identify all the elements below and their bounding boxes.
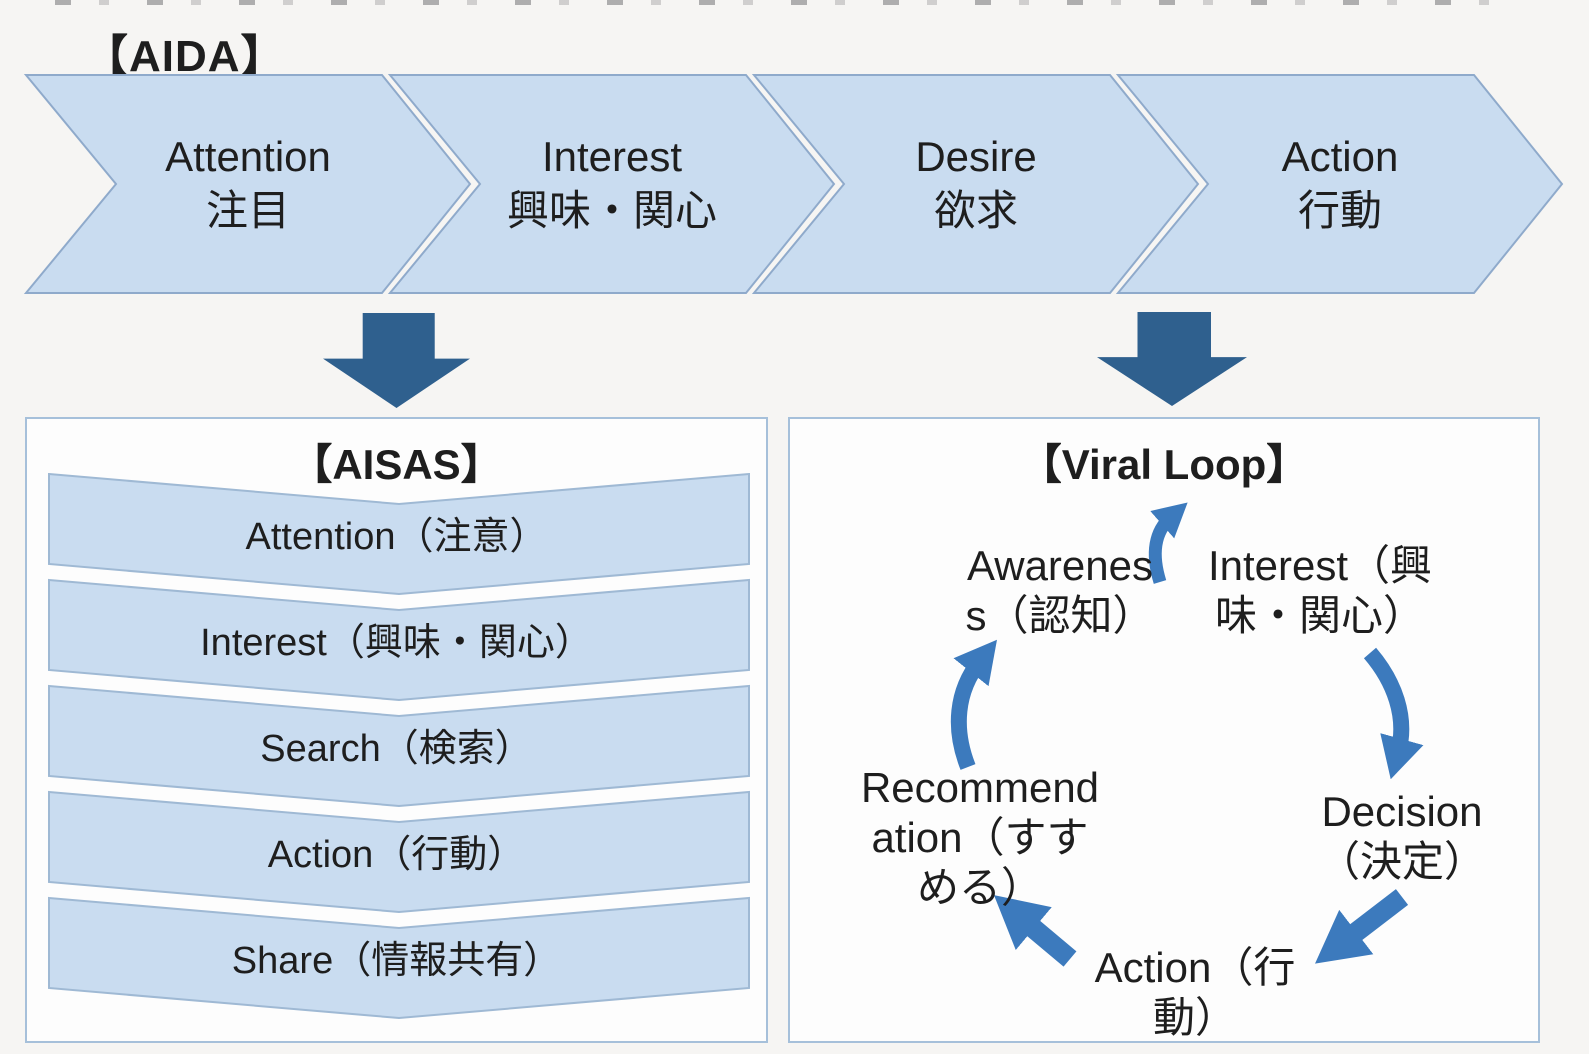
node-line: Recommend — [860, 764, 1100, 811]
aida-step-desire: Desire 欲求 — [826, 130, 1126, 238]
aida-step-action: Action 行動 — [1190, 130, 1490, 238]
aida-title: 【AIDA】 — [84, 32, 286, 81]
arrow-recommendation-to-awareness — [950, 639, 997, 770]
aisas-banner-search — [48, 684, 750, 808]
aida-step-ja: 行動 — [1297, 187, 1382, 234]
node-line: （決定） — [1317, 838, 1486, 885]
aida-step-ja: 興味・関心 — [506, 187, 717, 234]
viral-node-action: Action（行 動） — [1070, 943, 1320, 1043]
arrow-awareness-to-interest — [1148, 502, 1188, 584]
node-line: Interest（興 — [1207, 542, 1433, 589]
node-line: 動） — [1152, 994, 1237, 1041]
viral-loop-panel: 【Viral Loop】 Awarenes s（認知） Interest（興 味… — [788, 417, 1540, 1043]
aisas-step-share: Share（情報共有） — [231, 940, 562, 982]
node-line: Decision — [1321, 788, 1483, 835]
down-arrow-to-viral-loop — [1097, 312, 1247, 406]
viral-node-decision: Decision （決定） — [1282, 787, 1522, 887]
node-line: Awarenes — [966, 542, 1153, 589]
viral-node-recommendation: Recommend ation（すす める） — [848, 763, 1112, 913]
node-line: める） — [916, 864, 1043, 911]
aida-chevron-interest — [387, 74, 836, 294]
aida-step-en: Interest — [541, 133, 683, 180]
aida-step-attention: Attention 注目 — [98, 130, 398, 238]
arrow-decision-to-action — [1315, 889, 1409, 964]
aida-chevron-attention — [23, 74, 472, 294]
aisas-banner-stack — [48, 473, 750, 1020]
aisas-banner-action — [48, 790, 750, 914]
aisas-panel: 【AISAS】 Attention（注意） Interest（興味・関心） Se… — [25, 417, 768, 1043]
node-line: ation（すす — [871, 814, 1089, 861]
aida-chevron-action — [1115, 74, 1564, 294]
viral-node-awareness: Awarenes s（認知） — [930, 541, 1190, 641]
viral-loop-arrows — [950, 502, 1424, 967]
aida-step-en: Action — [1281, 133, 1399, 180]
aisas-step-interest: Interest（興味・関心） — [200, 622, 593, 664]
aida-step-interest: Interest 興味・関心 — [462, 130, 762, 238]
aida-step-ja: 欲求 — [933, 187, 1018, 234]
arrow-action-to-recommendation — [993, 895, 1077, 967]
aida-step-en: Desire — [915, 133, 1037, 180]
node-line: 味・関心） — [1214, 592, 1425, 639]
aisas-step-attention: Attention（注意） — [245, 516, 548, 558]
viral-node-interest: Interest（興 味・関心） — [1190, 541, 1450, 641]
viral-loop-title: 【Viral Loop】 — [1019, 441, 1309, 488]
aida-step-en: Attention — [165, 133, 331, 180]
aisas-title: 【AISAS】 — [290, 441, 503, 488]
aida-chevron-row — [23, 74, 1564, 294]
aida-step-ja: 注目 — [205, 187, 290, 234]
video-crop-artifacts — [55, 0, 1525, 5]
node-line: s（認知） — [965, 592, 1155, 639]
aisas-step-search: Search（検索） — [260, 728, 533, 770]
arrow-interest-to-decision — [1363, 647, 1424, 780]
aisas-banner-share — [48, 896, 750, 1020]
aisas-banner-attention — [48, 473, 750, 596]
aida-chevron-desire — [751, 74, 1200, 294]
aisas-banner-interest — [48, 578, 750, 702]
node-line: Action（行 — [1094, 944, 1296, 991]
aisas-step-action: Action（行動） — [267, 834, 526, 876]
down-arrow-to-aisas — [323, 313, 470, 408]
